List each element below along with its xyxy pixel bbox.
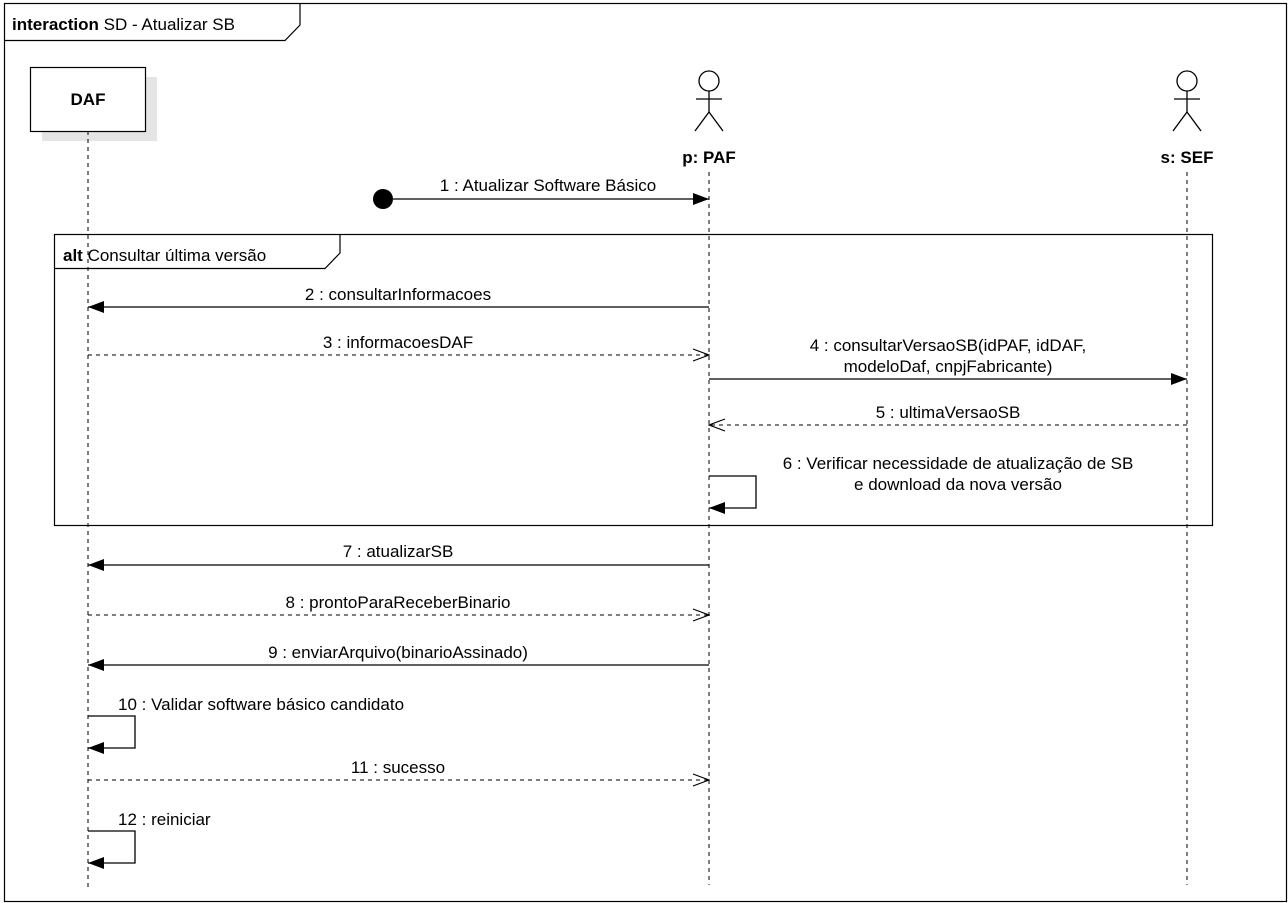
paf-lifeline-label: p: PAF xyxy=(682,148,736,167)
message-10-arrow xyxy=(88,715,136,754)
daf-lifeline-label: DAF xyxy=(71,90,106,109)
sef-lifeline-label: s: SEF xyxy=(1161,148,1214,167)
daf-lifeline-box xyxy=(29,66,147,133)
paf-actor-icon xyxy=(694,70,724,132)
message-7-label: 7 : atualizarSB xyxy=(343,542,454,561)
message-8-label: 8 : prontoParaReceberBinario xyxy=(286,593,511,612)
message-6-label-line-1: 6 : Verificar necessidade de atualização… xyxy=(783,454,1134,473)
interaction-frame xyxy=(3,2,1288,903)
alt-fragment-tab xyxy=(54,234,341,270)
message-11-label: 11 : sucesso xyxy=(351,758,445,777)
interaction-frame-tab xyxy=(4,3,301,42)
message-3-label: 3 : informacoesDAF xyxy=(323,333,473,352)
interaction-frame-title: interaction SD - Atualizar SB xyxy=(12,15,235,34)
message-12-arrow xyxy=(88,830,136,869)
message-10-label: 10 : Validar software básico candidato xyxy=(118,695,404,714)
found-message-dot xyxy=(373,189,393,209)
message-4-label-line-2: modeloDaf, cnpjFabricante) xyxy=(844,357,1053,376)
alt-operator: alt xyxy=(63,246,83,265)
message-5-label: 5 : ultimaVersaoSB xyxy=(876,403,1021,422)
alt-fragment-title: alt Consultar última versão xyxy=(63,246,266,265)
message-9-label: 9 : enviarArquivo(binarioAssinado) xyxy=(268,643,528,662)
frame-name: SD - Atualizar SB xyxy=(104,15,235,34)
message-6-label-line-2: e download da nova versão xyxy=(854,475,1062,494)
frame-keyword: interaction xyxy=(12,15,99,34)
message-6-arrow xyxy=(709,475,757,514)
alt-guard: Consultar última versão xyxy=(88,246,267,265)
message-4-label-line-1: 4 : consultarVersaoSB(idPAF, idDAF, xyxy=(810,336,1087,355)
sef-actor-icon xyxy=(1172,70,1202,132)
message-1-label: 1 : Atualizar Software Básico xyxy=(440,176,656,195)
message-12-label: 12 : reiniciar xyxy=(118,810,211,829)
alt-fragment xyxy=(53,233,1214,527)
message-2-label: 2 : consultarInformacoes xyxy=(305,285,491,304)
